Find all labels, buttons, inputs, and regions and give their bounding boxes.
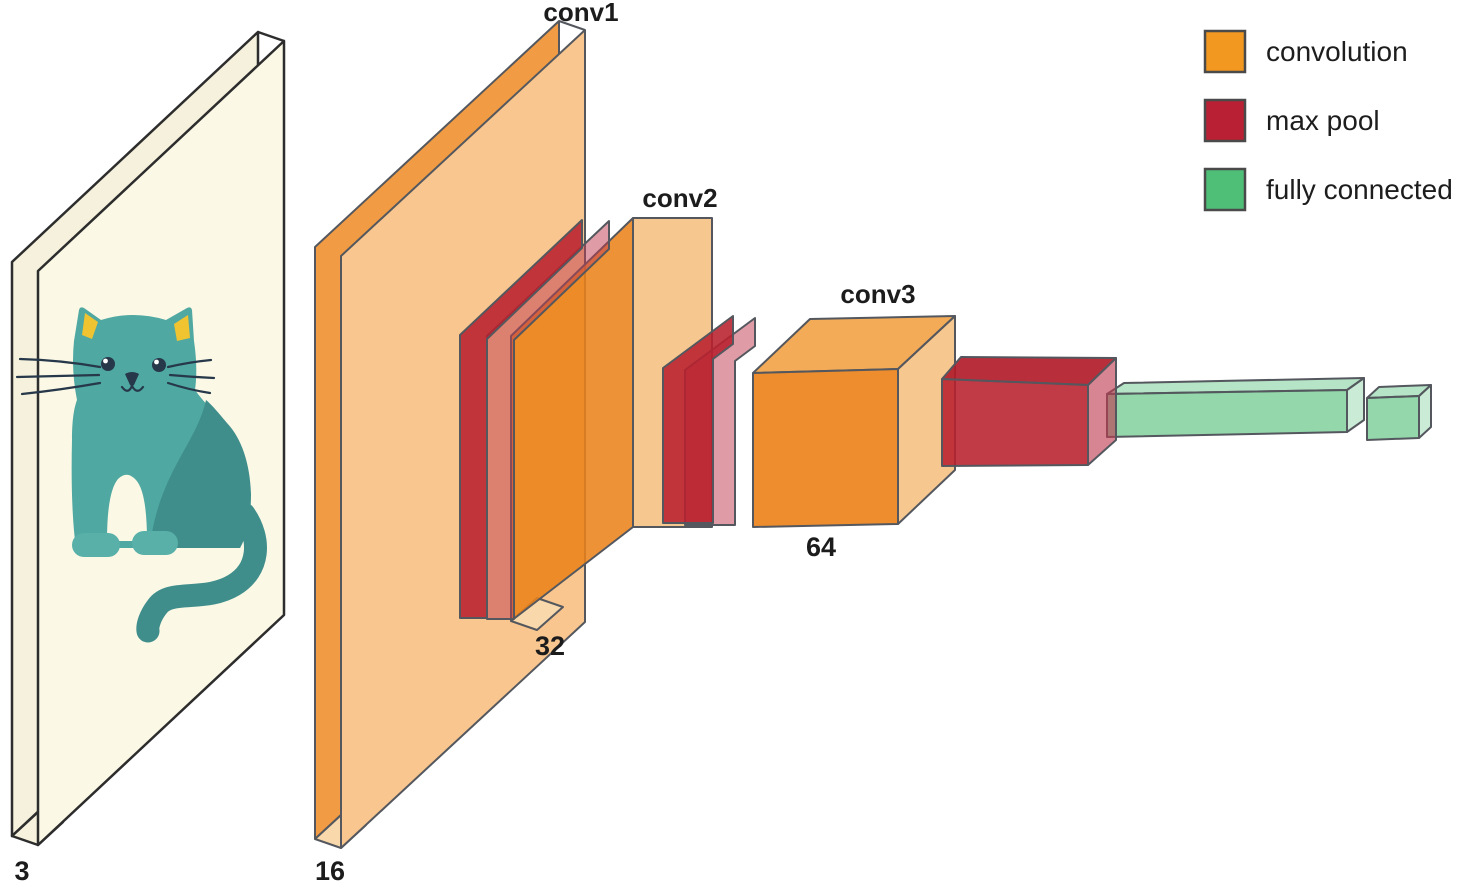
- conv3-label: conv3: [840, 279, 915, 309]
- maxpool3-layer: [941, 356, 1117, 467]
- cat-haunch-shadow: [150, 400, 251, 548]
- cat-tail: [136, 502, 267, 643]
- cat-whiskers: [15, 357, 216, 396]
- legend-label-convolution: convolution: [1266, 36, 1408, 67]
- maxpool3-front-face: [941, 378, 1089, 467]
- fc1-front-face: [1106, 389, 1348, 438]
- legend-swatch-fully-connected: [1203, 167, 1247, 212]
- cat-eye-left: [101, 357, 115, 371]
- conv1-label: conv1: [543, 0, 618, 27]
- fc2-front-face: [1366, 395, 1420, 441]
- conv2-channels-label: 32: [535, 631, 565, 661]
- maxpool1-front-face: [459, 219, 583, 619]
- legend-swatch-maxpool: [1203, 98, 1247, 143]
- fc2-layer: [1366, 384, 1432, 441]
- legend-label-maxpool: max pool: [1266, 105, 1380, 136]
- input-panel-top-connector: [257, 30, 285, 43]
- cat-eye-right: [152, 358, 166, 372]
- fc1-layer: [1106, 377, 1365, 438]
- conv3-front-face: [752, 368, 899, 528]
- cat-eye-right-glint: [154, 359, 159, 365]
- cat-ear-right-inner: [174, 315, 190, 341]
- cat-leg-gap: [107, 474, 147, 541]
- conv1-top-connector: [558, 20, 586, 31]
- conv3-channels-label: 64: [806, 532, 836, 562]
- legend-swatch-convolution: [1203, 29, 1247, 74]
- maxpool1-layer: [459, 219, 610, 620]
- cat-mouth: [120, 384, 145, 392]
- legend: convolution max pool fully connected: [1203, 29, 1453, 212]
- conv3-layer: [752, 315, 956, 528]
- legend-label-fully-connected: fully connected: [1266, 174, 1453, 205]
- cat-eye-left-glint: [103, 358, 108, 364]
- conv2-label: conv2: [642, 183, 717, 213]
- cat-nose: [125, 372, 139, 386]
- cat-paw-right: [132, 531, 178, 555]
- input-channels-label: 3: [14, 856, 29, 886]
- cat-paw-left: [72, 533, 120, 557]
- cat-ear-left-inner: [82, 313, 98, 339]
- cat-illustration: [15, 307, 267, 643]
- maxpool2-front-face: [662, 315, 734, 524]
- conv1-channels-label: 16: [315, 856, 345, 886]
- maxpool2-layer: [662, 315, 756, 526]
- input-image-panel: [10, 30, 286, 847]
